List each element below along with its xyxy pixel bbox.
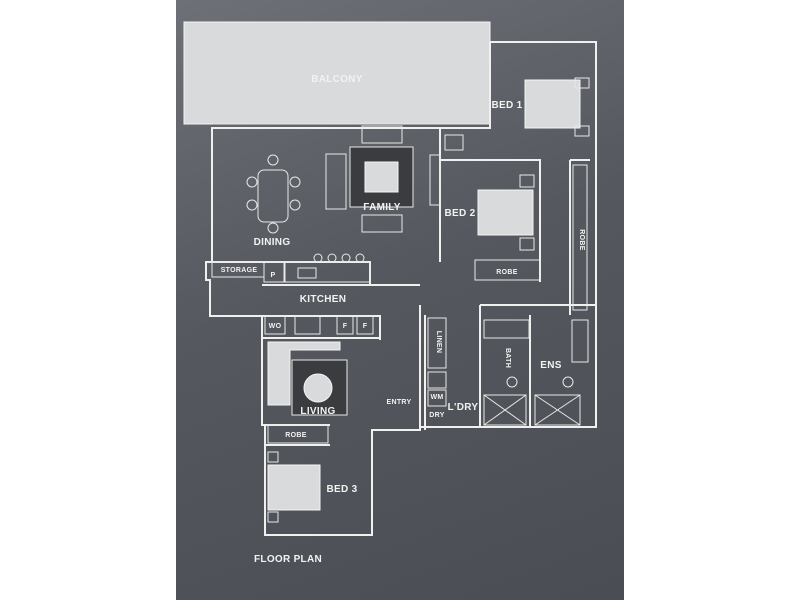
label-pantry: P (271, 272, 276, 279)
family-sofa-top (361, 125, 403, 144)
ensuite-vanity (571, 319, 589, 363)
bed2-desk (444, 134, 464, 151)
family-tv-unit (429, 154, 441, 206)
bed3-nightstand-bottom (267, 511, 279, 523)
label-floor-plan: FLOOR PLAN (254, 554, 322, 565)
fridge-1 (336, 315, 354, 335)
label-linen: LINEN (435, 331, 442, 354)
label-living: LIVING (300, 406, 335, 417)
dining-chair (246, 199, 258, 211)
label-kitchen: KITCHEN (300, 294, 347, 305)
bed2-nightstand-bottom (519, 237, 535, 251)
label-ensuite: ENS (540, 360, 561, 371)
washing-machine (427, 371, 447, 389)
bed3-nightstand-top (267, 451, 279, 463)
kitchen-island (284, 261, 371, 283)
bed2-nightstand-top (519, 174, 535, 188)
dining-chair (267, 154, 279, 166)
label-laundry: L'DRY (448, 402, 479, 413)
ensuite-shower (534, 394, 581, 426)
family-sofa-left (325, 153, 347, 210)
linen-cupboard (427, 317, 447, 369)
stool (355, 253, 365, 263)
label-robe-bed1: ROBE (578, 229, 585, 250)
label-bath: BATH (504, 348, 511, 368)
bath-toilet (506, 376, 518, 388)
fridge-2 (356, 315, 374, 335)
bed1-nightstand-bottom (574, 125, 590, 137)
label-fridge-1: F (343, 323, 348, 330)
bed3-robe (267, 424, 329, 444)
living-sofa (267, 341, 341, 406)
family-sofa-bottom (361, 214, 403, 233)
ensuite-toilet (562, 376, 574, 388)
label-family: FAMILY (363, 202, 401, 213)
label-robe-bed2: ROBE (496, 269, 517, 276)
label-dining: DINING (254, 237, 291, 248)
dining-chair (267, 222, 279, 234)
label-robe-bed3: ROBE (285, 432, 306, 439)
label-washing-machine: WM (430, 394, 443, 401)
dining-table (257, 169, 289, 223)
bath-shower (483, 394, 527, 426)
stool (313, 253, 323, 263)
dining-chair (289, 199, 301, 211)
kitchen-sink (297, 267, 317, 279)
family-table (364, 161, 399, 193)
cooktop (294, 315, 321, 335)
coffee-table (303, 373, 333, 403)
dining-chair (289, 176, 301, 188)
bed3-bed (267, 464, 321, 511)
label-fridge-2: F (363, 323, 368, 330)
label-storage: STORAGE (221, 267, 258, 274)
label-bed2: BED 2 (445, 208, 476, 219)
label-balcony: BALCONY (311, 74, 363, 85)
label-bed3: BED 3 (327, 484, 358, 495)
bed2-robe (474, 259, 541, 281)
label-dryer: DRY (429, 412, 444, 419)
stool (341, 253, 351, 263)
bath-tub (483, 319, 530, 339)
balcony-area (183, 21, 491, 125)
bed1-nightstand-top (574, 77, 590, 89)
dryer (427, 389, 447, 407)
bed1-robe (572, 164, 588, 311)
bed2-bed (477, 189, 534, 236)
bed1-bed (524, 79, 581, 129)
label-bed1: BED 1 (492, 100, 523, 111)
dining-chair (246, 176, 258, 188)
label-entry: ENTRY (387, 399, 412, 406)
stool (327, 253, 337, 263)
label-wall-oven: WO (269, 323, 282, 330)
pantry (263, 261, 285, 283)
wall-oven (264, 315, 286, 335)
